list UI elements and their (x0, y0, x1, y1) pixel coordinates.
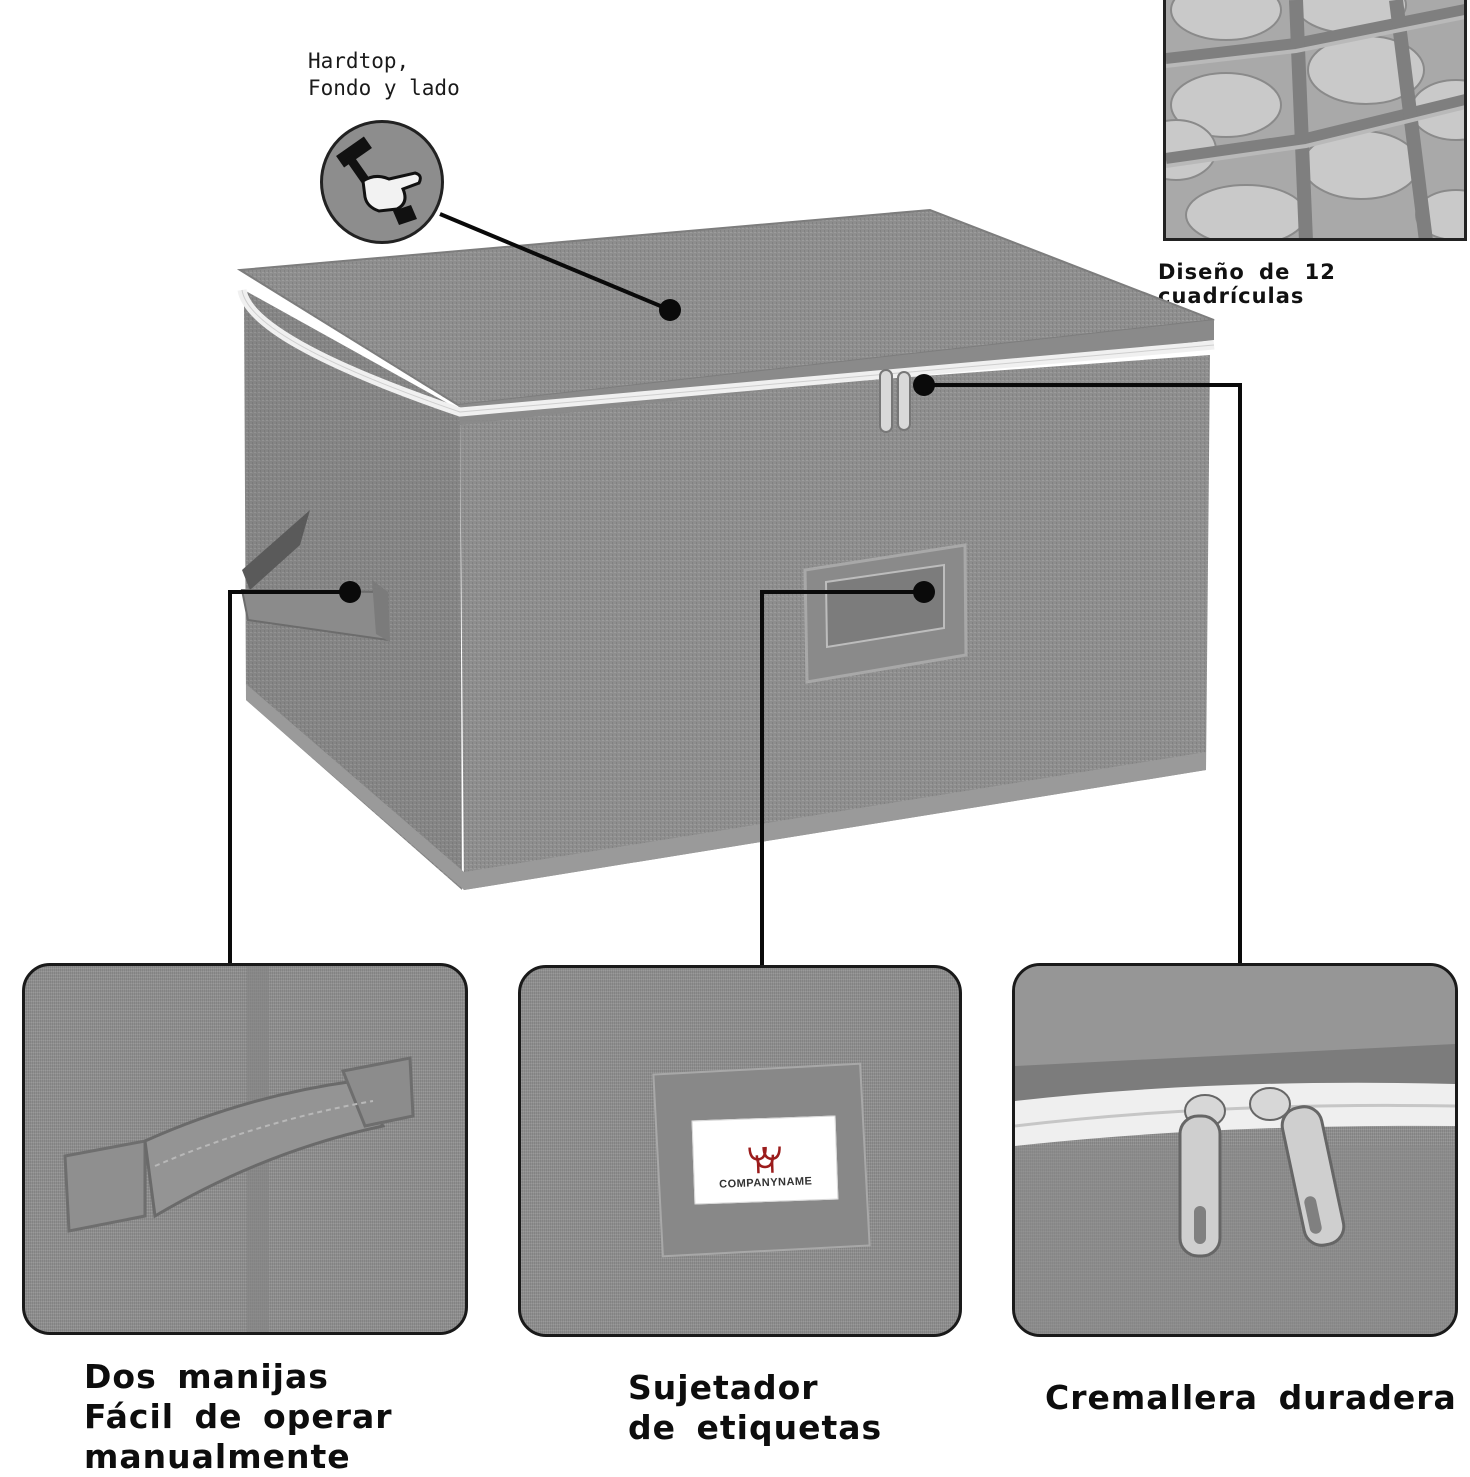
company-name-text: COMPANYNAME (719, 1175, 813, 1190)
callout-dot-zipper (913, 374, 935, 396)
zipper-closeup-panel (1012, 963, 1458, 1337)
wine-glasses-logo (741, 1142, 788, 1178)
zipper-caption: Cremallera duradera (1045, 1378, 1465, 1418)
callout-dot-label-window (913, 581, 935, 603)
callout-dot-handle (339, 581, 361, 603)
zipper-closeup-drawing (1015, 966, 1455, 1334)
label-holder-caption: Sujetador de etiquetas (628, 1368, 968, 1448)
handle-closeup-panel (22, 963, 468, 1335)
label-holder-closeup-panel: COMPANYNAME (518, 965, 962, 1337)
handle-closeup-drawing (25, 966, 465, 1332)
handles-caption: Dos manijas Fácil de operar manualmente (84, 1357, 484, 1477)
company-tag-card: COMPANYNAME (692, 1116, 839, 1205)
callout-dot-lid (659, 299, 681, 321)
